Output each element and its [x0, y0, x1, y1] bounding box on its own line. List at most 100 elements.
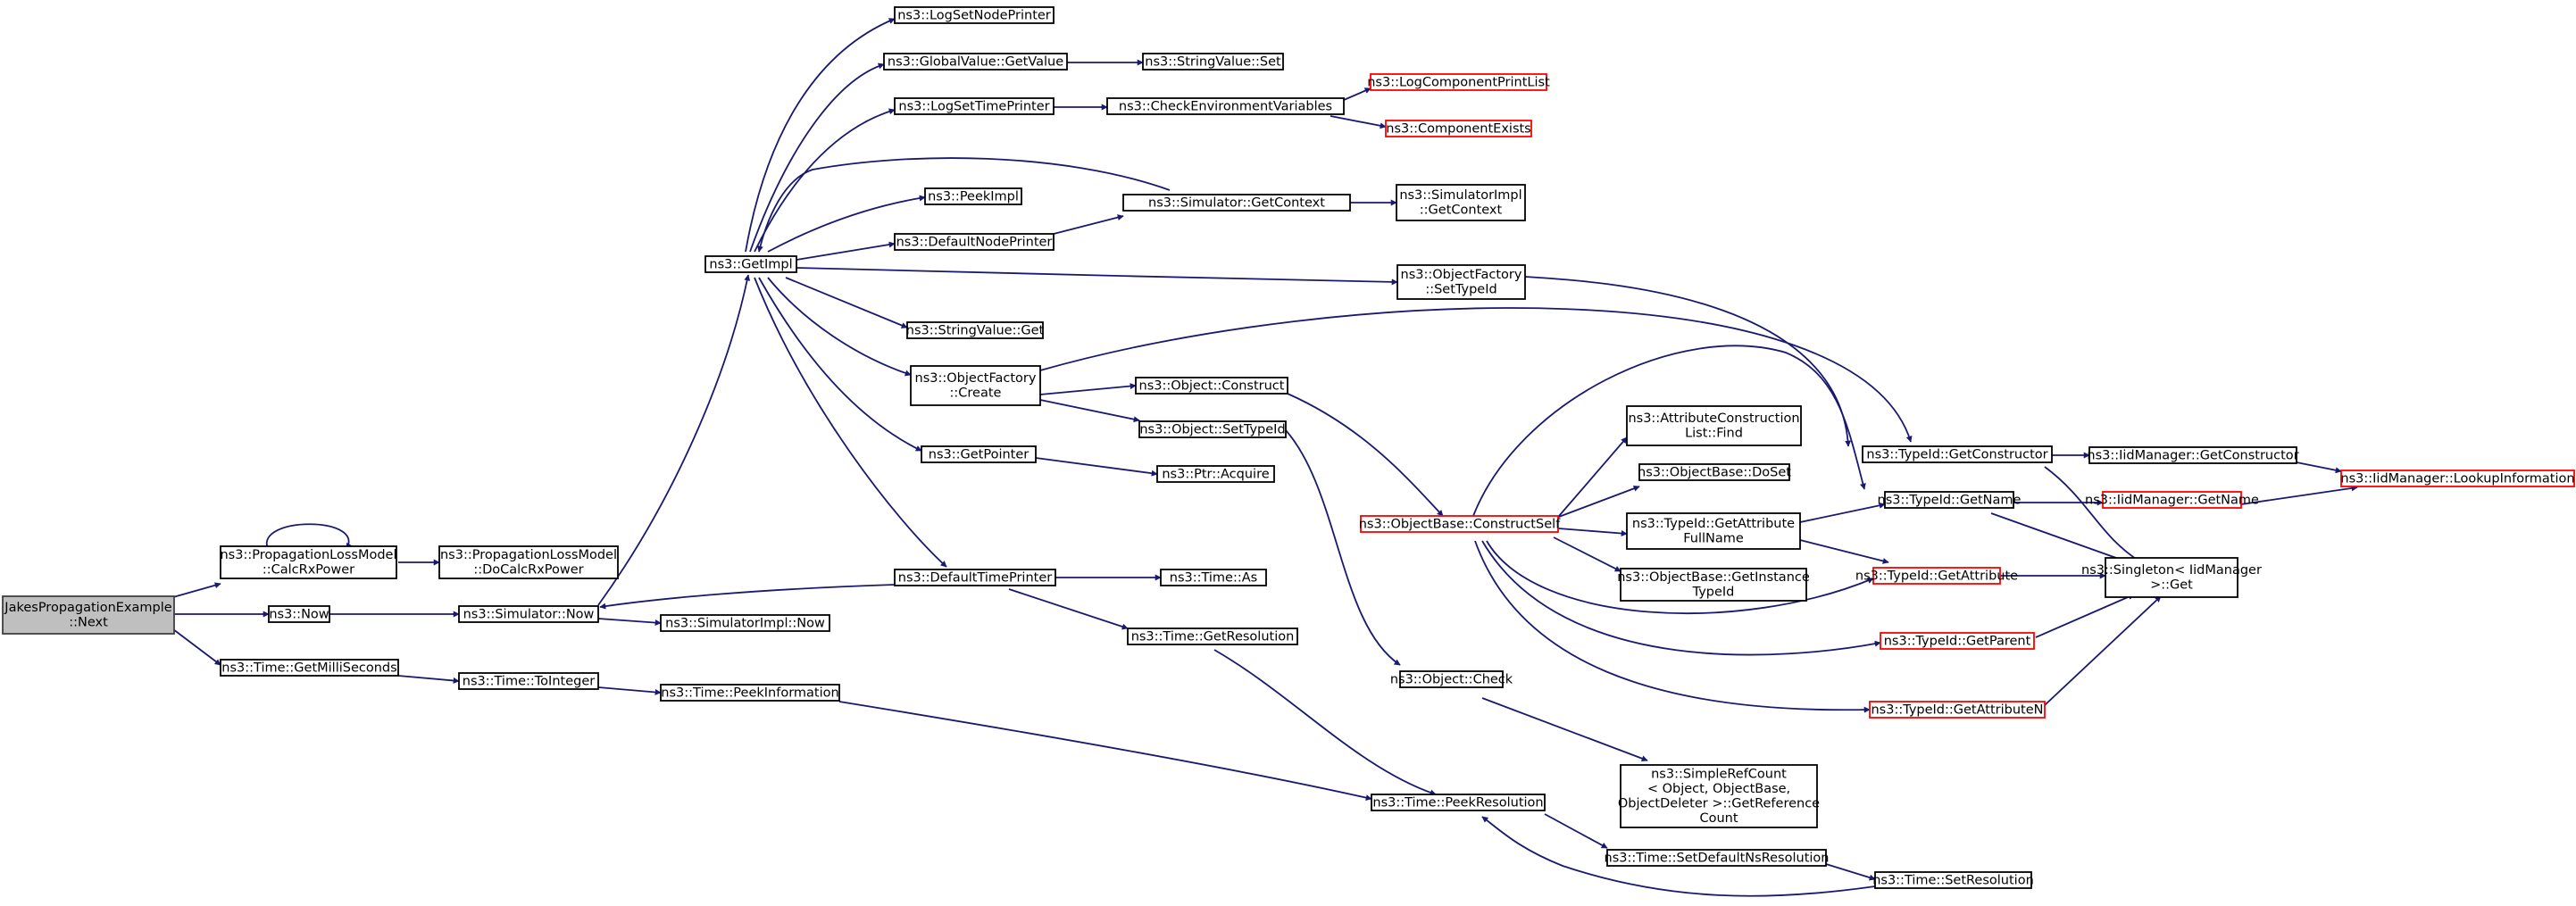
node-box — [1135, 377, 1288, 395]
node-simplerc[interactable]: ns3::SimpleRefCount< Object, ObjectBase,… — [1618, 764, 1820, 828]
node-box — [1106, 97, 1345, 115]
node-getms[interactable]: ns3::Time::GetMilliSeconds — [220, 659, 399, 677]
node-lognodep[interactable]: ns3::LogSetNodePrinter — [894, 6, 1055, 24]
edge-obconstself-tidgetname — [1472, 345, 1866, 517]
node-peekinfo[interactable]: ns3::Time::PeekInformation — [660, 684, 840, 702]
edge-obconstself-tidgetattr — [1486, 540, 1874, 614]
node-label: ns3::TypeId::GetAttributeN — [1871, 702, 2043, 717]
node-obdoset[interactable]: ns3::ObjectBase::DoSet — [1638, 463, 1791, 481]
edge-iidgetctor-iidlookup — [2296, 461, 2342, 474]
edge-setdefns-setres — [1825, 863, 1876, 881]
node-box — [1620, 764, 1818, 828]
node-tidgetparent[interactable]: ns3::TypeId::GetParent — [1880, 632, 2035, 650]
node-iidgetctor[interactable]: ns3::IidManager::GetConstructor — [2087, 446, 2299, 464]
node-deftimep[interactable]: ns3::DefaultTimePrinter — [894, 569, 1056, 586]
node-obconstself[interactable]: ns3::ObjectBase::ConstructSelf — [1359, 515, 1561, 533]
edge-ofcreate-objconst — [1039, 383, 1137, 395]
node-box — [1360, 515, 1559, 533]
edge-getimpl-gvgetvalue — [749, 62, 885, 253]
node-getptr[interactable]: ns3::GetPointer — [921, 445, 1037, 463]
node-setres[interactable]: ns3::Time::SetResolution — [1872, 871, 2034, 889]
node-label: ns3::Time::GetMilliSeconds — [221, 661, 396, 675]
node-box — [1874, 871, 2032, 889]
node-calcrx[interactable]: ns3::PropagationLossModel::CalcRxPower — [220, 545, 397, 579]
node-tidgetname[interactable]: ns3::TypeId::GetName — [1878, 491, 2022, 509]
node-timeas[interactable]: ns3::Time::As — [1160, 569, 1267, 586]
node-label: ns3::TypeId::GetConstructor — [1866, 447, 2047, 461]
node-iidlookup[interactable]: ns3::IidManager::LookupInformation — [2340, 470, 2575, 487]
node-logtimep[interactable]: ns3::LogSetTimePrinter — [894, 97, 1055, 115]
node-box — [438, 545, 619, 579]
node-label: ns3::Now — [269, 607, 329, 621]
edge-obconstself-obgitid — [1553, 536, 1621, 572]
node-svset[interactable]: ns3::StringValue::Set — [1142, 53, 1284, 71]
node-box — [704, 255, 797, 273]
node-label: ns3::TypeId::GetAttribute — [1632, 517, 1795, 531]
node-label: ns3::Singleton< IidManager — [2081, 563, 2262, 578]
node-label: ns3::Time::As — [1170, 570, 1257, 585]
node-label: ns3::DefaultTimePrinter — [898, 570, 1052, 585]
node-label: ns3::Object::Check — [1390, 672, 1513, 686]
node-compex[interactable]: ns3::ComponentExists — [1385, 120, 1532, 137]
node-ofsettid[interactable]: ns3::ObjectFactory::SetTypeId — [1396, 264, 1526, 300]
node-box — [660, 684, 840, 702]
node-tidgetctor[interactable]: ns3::TypeId::GetConstructor — [1862, 445, 2053, 463]
node-simimplnow[interactable]: ns3::SimulatorImpl::Now — [660, 614, 830, 632]
node-ofcreate[interactable]: ns3::ObjectFactory::Create — [910, 365, 1041, 406]
node-toint[interactable]: ns3::Time::ToInteger — [458, 672, 599, 690]
edge-defnodep-simctx — [1053, 214, 1124, 235]
node-label: ns3::ObjectBase::ConstructSelf — [1359, 517, 1561, 531]
node-label: ns3::PropagationLossModel — [220, 548, 396, 562]
edge-deftimep-getres — [1008, 588, 1129, 630]
node-peekimpl[interactable]: ns3::PeekImpl — [924, 187, 1022, 205]
node-box — [883, 53, 1068, 71]
node-defnodep[interactable]: ns3::DefaultNodePrinter — [894, 233, 1055, 251]
node-gvget[interactable]: ns3::GlobalValue::GetValue — [883, 53, 1068, 71]
node-now[interactable]: ns3::Now — [268, 605, 330, 623]
node-simnow[interactable]: ns3::Simulator::Now — [458, 605, 599, 623]
node-simctx[interactable]: ns3::Simulator::GetContext — [1122, 194, 1351, 212]
node-label: ::Create — [950, 387, 1002, 401]
node-ptracq[interactable]: ns3::Ptr::Acquire — [1156, 465, 1275, 483]
node-box — [894, 233, 1055, 251]
node-label: ns3::IidManager::GetConstructor — [2087, 448, 2298, 462]
edge-tidgetattrn-singleton — [2044, 595, 2162, 706]
edge-iidgetname-iidlookup — [2240, 485, 2358, 505]
node-setdefns[interactable]: ns3::Time::SetDefaultNsResolution — [1605, 849, 1830, 867]
node-root[interactable]: JakesPropagationExample::Next — [2, 595, 175, 635]
node-label: ns3::Time::PeekInformation — [661, 686, 838, 700]
node-box — [2102, 491, 2242, 509]
node-peekres[interactable]: ns3::Time::PeekResolution — [1371, 794, 1546, 811]
node-singleton[interactable]: ns3::Singleton< IidManager>::Get — [2081, 557, 2262, 598]
node-box — [1122, 194, 1351, 212]
node-logcpl[interactable]: ns3::LogComponentPrintList — [1367, 73, 1550, 91]
node-getimpl[interactable]: ns3::GetImpl — [704, 255, 797, 273]
node-box — [1399, 670, 1504, 688]
node-label: ns3::Time::ToInteger — [463, 674, 595, 688]
node-docalc[interactable]: ns3::PropagationLossModel::DoCalcRxPower — [438, 545, 619, 579]
node-label: ns3::Simulator::Now — [463, 607, 595, 621]
edge-tointeger-peekinfo — [597, 686, 662, 695]
node-checkenv[interactable]: ns3::CheckEnvironmentVariables — [1106, 97, 1345, 115]
edge-next-calcrxpower — [172, 582, 221, 598]
node-label: ns3::Time::GetResolution — [1131, 629, 1295, 644]
node-objsettid[interactable]: ns3::Object::SetTypeId — [1138, 420, 1287, 438]
edge-deftimeprinter-simnow — [599, 584, 896, 610]
edge-getimpl-ofcreate — [767, 277, 912, 377]
node-box — [2088, 446, 2297, 464]
node-tidgetattr[interactable]: ns3::TypeId::GetAttribute — [1855, 567, 2018, 585]
node-label: ns3::LogSetTimePrinter — [898, 99, 1049, 113]
node-objcheck[interactable]: ns3::Object::Check — [1390, 670, 1513, 688]
edge-next-getmilliseconds — [172, 628, 221, 666]
node-getres[interactable]: ns3::Time::GetResolution — [1127, 628, 1298, 645]
node-iidgetname[interactable]: ns3::IidManager::GetName — [2085, 491, 2259, 509]
node-svget[interactable]: ns3::StringValue::Get — [906, 321, 1045, 339]
node-objconst[interactable]: ns3::Object::Construct — [1135, 377, 1288, 395]
node-label: ns3::IidManager::LookupInformation — [2340, 471, 2574, 486]
node-tidgetattrn[interactable]: ns3::TypeId::GetAttributeN — [1869, 701, 2046, 719]
node-simimplctx[interactable]: ns3::SimulatorImpl::GetContext — [1396, 184, 1526, 221]
node-label: ns3::CheckEnvironmentVariables — [1119, 99, 1332, 113]
